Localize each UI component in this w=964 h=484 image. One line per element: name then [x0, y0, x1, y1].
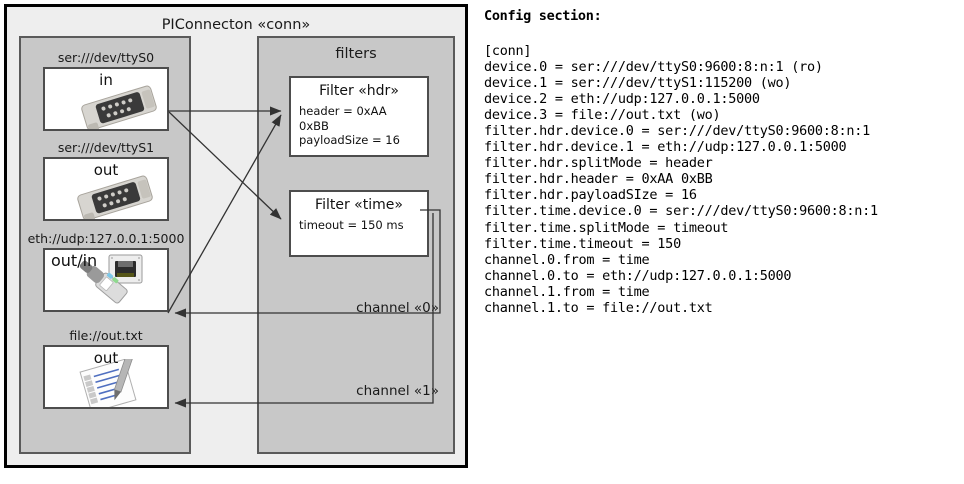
- device-file-out[interactable]: file://out.txt out: [43, 328, 169, 409]
- device-direction-label: out: [93, 349, 119, 367]
- devices-panel: ser:///dev/ttyS0 in: [19, 36, 191, 454]
- device-box[interactable]: out: [43, 345, 169, 409]
- filters-panel-title: filters: [335, 46, 377, 62]
- filters-panel: filters Filter «hdr» header = 0xAA 0xBB …: [257, 36, 455, 454]
- device-ser-ttys0[interactable]: ser:///dev/ttyS0 in: [43, 50, 169, 131]
- device-box[interactable]: in: [43, 67, 169, 131]
- device-caption: eth://udp:127.0.0.1:5000: [27, 231, 185, 246]
- filter-property: timeout = 150 ms: [299, 218, 404, 232]
- device-direction-label: out/in: [51, 251, 98, 270]
- filter-title: Filter «hdr»: [319, 83, 399, 99]
- ethernet-plug-icon: [79, 254, 143, 304]
- filter-properties: header = 0xAA 0xBB payloadSize = 16: [291, 104, 427, 155]
- device-caption: ser:///dev/ttyS1: [57, 140, 155, 155]
- device-box[interactable]: out/in: [43, 248, 169, 312]
- config-text: [conn] device.0 = ser:///dev/ttyS0:9600:…: [484, 43, 878, 316]
- page-title: PIConnecton «conn»: [161, 17, 311, 33]
- filter-property: header = 0xAA 0xBB: [299, 104, 387, 133]
- filter-property: payloadSize = 16: [299, 133, 400, 147]
- channel-0-label: channel «0»: [356, 300, 439, 316]
- device-caption: file://out.txt: [69, 328, 143, 343]
- serial-port-icon: [81, 85, 157, 129]
- filter-hdr-card[interactable]: Filter «hdr» header = 0xAA 0xBB payloadS…: [289, 76, 429, 157]
- filter-time-card[interactable]: Filter «time» timeout = 150 ms: [289, 190, 429, 257]
- config-section: Config section: [conn] device.0 = ser://…: [481, 0, 964, 484]
- device-caption: ser:///dev/ttyS0: [57, 50, 155, 65]
- device-direction-label: in: [99, 71, 113, 89]
- filter-title: Filter «time»: [315, 197, 403, 213]
- serial-port-icon: [77, 175, 153, 219]
- device-box[interactable]: out: [43, 157, 169, 221]
- diagram-panel: PIConnecton «conn» ser:///dev/ttyS0 in: [0, 0, 478, 484]
- device-ser-ttys1[interactable]: ser:///dev/ttyS1 out: [43, 140, 169, 221]
- channel-1-label: channel «1»: [356, 383, 439, 399]
- config-heading: Config section:: [484, 8, 602, 24]
- filter-properties: timeout = 150 ms: [291, 218, 427, 255]
- device-eth-udp[interactable]: eth://udp:127.0.0.1:5000 out/in: [28, 231, 184, 312]
- text-file-icon: [79, 359, 137, 407]
- device-direction-label: out: [93, 161, 119, 179]
